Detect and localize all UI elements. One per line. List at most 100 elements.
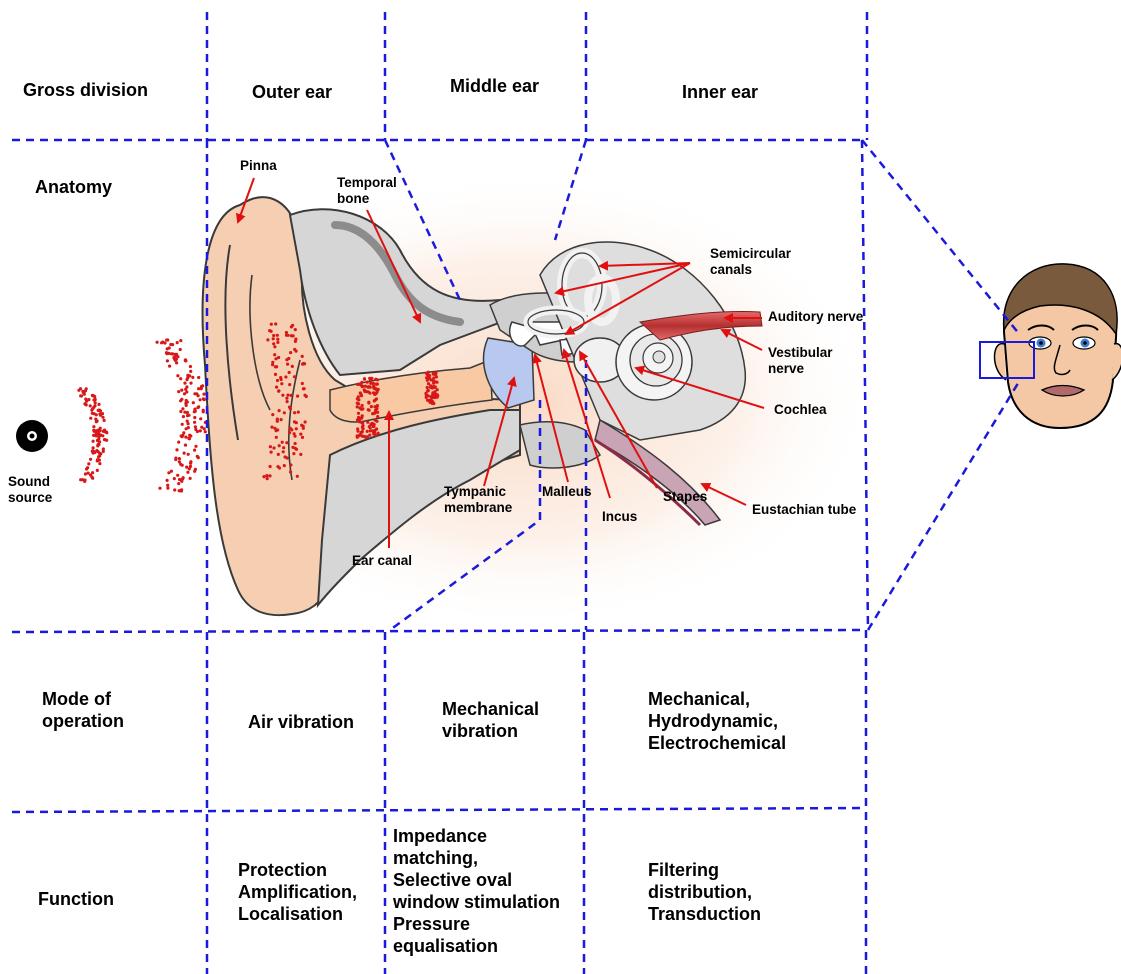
sound-particle (367, 385, 370, 388)
sound-particle (176, 374, 179, 377)
label-tympanic-membrane: Tympanic membrane (444, 484, 512, 516)
mode-outer-ear: Air vibration (248, 711, 354, 733)
sound-particle (90, 409, 93, 412)
sound-particle (373, 393, 376, 396)
sound-particle (160, 341, 163, 344)
sound-particle (361, 424, 364, 427)
sound-particle (197, 376, 200, 379)
sound-particle (356, 402, 359, 405)
sound-particle (375, 406, 378, 409)
sound-particle (373, 423, 376, 426)
sound-particle (361, 430, 364, 433)
label-pinna: Pinna (240, 158, 277, 174)
sound-particle (303, 362, 306, 365)
sound-particle (376, 383, 379, 386)
sound-particle (276, 334, 279, 337)
sound-particle (303, 387, 306, 390)
sound-particle (187, 414, 190, 417)
sound-particle (180, 480, 183, 483)
sound-particle (270, 323, 273, 326)
label-sound-source: Sound source (8, 474, 52, 506)
sound-particle (175, 353, 178, 356)
sound-particle (276, 465, 279, 468)
sound-particle (372, 382, 375, 385)
sound-particle (276, 379, 279, 382)
sound-particle (193, 410, 196, 413)
sound-particle (102, 430, 105, 433)
label-semicircular-canals: Semicircular canals (710, 246, 791, 278)
sound-particle (165, 351, 168, 354)
sound-particle (89, 417, 92, 420)
sound-particle (77, 389, 80, 392)
sound-particle (187, 426, 190, 429)
sound-particle (89, 458, 92, 461)
sound-particle (92, 440, 95, 443)
sound-particle (376, 415, 379, 418)
sound-particle (274, 322, 277, 325)
sound-particle (200, 426, 203, 429)
sound-particle (204, 430, 207, 433)
header-inner-ear: Inner ear (682, 82, 758, 103)
sound-particle (185, 399, 188, 402)
sound-particle (297, 411, 300, 414)
sound-particle (175, 448, 178, 451)
sound-particle (285, 397, 288, 400)
sound-particle (357, 412, 360, 415)
sound-particle (180, 389, 183, 392)
sound-particle (83, 479, 86, 482)
sound-particle (270, 451, 273, 454)
sound-particle (435, 375, 438, 378)
sound-particle (96, 469, 99, 472)
sound-particle (360, 384, 363, 387)
sound-particle (372, 412, 375, 415)
sound-particle (288, 431, 291, 434)
sound-particle (202, 410, 205, 413)
sound-particle (275, 386, 278, 389)
sound-particle (363, 378, 366, 381)
sound-particle (189, 382, 192, 385)
label-cochlea: Cochlea (774, 402, 827, 418)
sound-particle (95, 449, 98, 452)
sound-particle (427, 382, 430, 385)
sound-particle (426, 389, 429, 392)
sound-particle (158, 487, 161, 490)
sound-particle (371, 429, 374, 432)
sound-particle (275, 429, 278, 432)
sound-particle (278, 409, 281, 412)
sound-particle (156, 341, 159, 344)
sound-particle (81, 390, 84, 393)
sound-particle (280, 378, 283, 381)
sound-particle (433, 396, 436, 399)
sound-particle (282, 446, 285, 449)
sound-particle (366, 421, 369, 424)
sound-particle (286, 400, 289, 403)
sound-particle (284, 455, 287, 458)
sound-particle (293, 432, 296, 435)
sound-particle (189, 370, 192, 373)
sound-particle (199, 398, 202, 401)
sound-particle (290, 394, 293, 397)
sound-particle (430, 398, 433, 401)
row-label-function: Function (38, 888, 114, 910)
sound-particle (288, 406, 291, 409)
sound-particle (301, 436, 304, 439)
sound-particle (186, 374, 189, 377)
sound-particle (87, 472, 90, 475)
sound-particle (368, 392, 371, 395)
sound-particle (277, 389, 280, 392)
sound-particle (283, 464, 286, 467)
label-auditory-nerve: Auditory nerve (768, 309, 863, 325)
sound-particle (91, 394, 94, 397)
sound-particle (374, 409, 377, 412)
sound-particle (358, 420, 361, 423)
sound-particle (292, 334, 295, 337)
sound-particle (281, 394, 284, 397)
sound-particle (98, 462, 101, 465)
sound-particle (304, 420, 307, 423)
sound-particle (302, 427, 305, 430)
sound-particle (182, 415, 185, 418)
sound-particle (275, 436, 278, 439)
sound-particle (171, 343, 174, 346)
mode-middle-ear: Mechanical vibration (442, 698, 539, 742)
sound-particle (293, 348, 296, 351)
